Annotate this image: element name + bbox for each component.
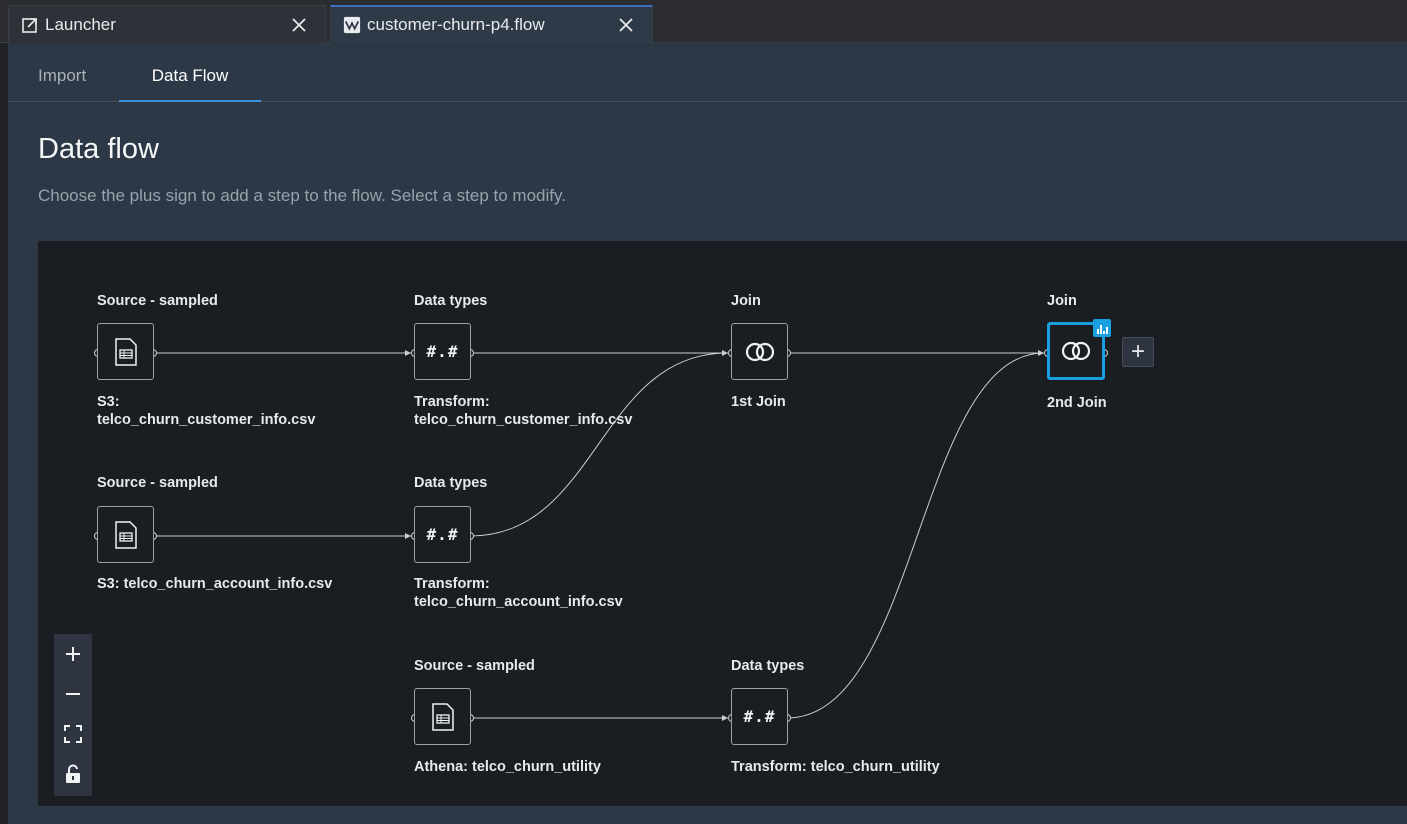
zoom-controls [54, 634, 92, 796]
flow-canvas[interactable]: Source - sampled S3: telco_churn_custome… [38, 241, 1407, 806]
node-name: Athena: telco_churn_utility [414, 759, 601, 775]
tab-bar: Launcher customer-churn-p4.flow [0, 0, 1407, 43]
node-data-types-customer-info[interactable]: #.# [414, 323, 471, 380]
file-table-icon [431, 702, 454, 731]
close-icon[interactable] [289, 15, 309, 35]
node-source-utility[interactable] [414, 688, 471, 745]
node-type-label: Join [731, 293, 761, 309]
tab-data-flow[interactable]: Data Flow [119, 43, 261, 102]
page-description: Choose the plus sign to add a step to th… [38, 186, 566, 205]
arrow-head [722, 350, 728, 356]
node-name: Transform: telco_churn_utility [731, 759, 940, 775]
node-data-types-account-info[interactable]: #.# [414, 506, 471, 563]
join-icon [1061, 341, 1091, 361]
external-link-icon [22, 17, 37, 33]
arrow-head [405, 350, 411, 356]
node-name: S3: telco_churn_customer_info.csv [97, 394, 316, 428]
edge-dt3-join2 [786, 352, 1045, 719]
node-type-label: Source - sampled [414, 658, 535, 674]
file-table-icon [114, 337, 137, 366]
plus-icon [66, 647, 80, 661]
bar-chart-icon[interactable] [1093, 319, 1111, 337]
fit-view-button[interactable] [54, 714, 92, 754]
join-icon [745, 342, 774, 361]
node-name: 1st Join [731, 394, 786, 410]
node-type-label: Source - sampled [97, 475, 218, 491]
edge-dt2-join1 [469, 352, 729, 537]
tab-import[interactable]: Import [38, 66, 87, 85]
node-type-label: Join [1047, 293, 1077, 309]
node-name: Transform: telco_churn_customer_info.csv [414, 394, 633, 428]
file-table-icon [114, 520, 137, 549]
arrow-head [722, 715, 728, 721]
tab-label: customer-churn-p4.flow [367, 15, 545, 34]
node-name: S3: telco_churn_account_info.csv [97, 576, 333, 592]
node-1st-join[interactable] [731, 323, 788, 380]
close-icon[interactable] [616, 15, 636, 35]
flow-connections [94, 349, 1108, 722]
node-source-customer-info[interactable] [97, 323, 154, 380]
fullscreen-icon [64, 725, 82, 743]
node-type-label: Data types [731, 658, 805, 674]
node-type-label: Source - sampled [97, 293, 218, 309]
page-title: Data flow [38, 133, 159, 165]
data-types-glyph: #.# [426, 525, 459, 544]
node-type-label: Data types [414, 293, 488, 309]
add-step-button[interactable]: + [1122, 337, 1154, 367]
tab-launcher[interactable]: Launcher [8, 5, 326, 43]
arrow-head [405, 533, 411, 539]
minus-icon [66, 693, 80, 695]
zoom-out-button[interactable] [54, 674, 92, 714]
data-types-glyph: #.# [426, 342, 459, 361]
tab-customer-churn-flow[interactable]: customer-churn-p4.flow [330, 5, 653, 43]
zoom-in-button[interactable] [54, 634, 92, 674]
arrow-head [1038, 350, 1044, 356]
node-source-account-info[interactable] [97, 506, 154, 563]
node-data-types-utility[interactable]: #.# [731, 688, 788, 745]
flow-icon [343, 16, 361, 34]
node-name: Transform: telco_churn_account_info.csv [414, 576, 623, 610]
node-type-label: Data types [414, 475, 488, 491]
tab-label: Launcher [45, 14, 116, 34]
node-name: 2nd Join [1047, 395, 1107, 411]
data-types-glyph: #.# [743, 707, 776, 726]
lock-button[interactable] [54, 754, 92, 794]
main-panel: Import Data Flow Data flow Choose the pl… [8, 43, 1407, 824]
subtab-bar: Import Data Flow [8, 43, 1407, 102]
unlock-icon [66, 764, 80, 783]
